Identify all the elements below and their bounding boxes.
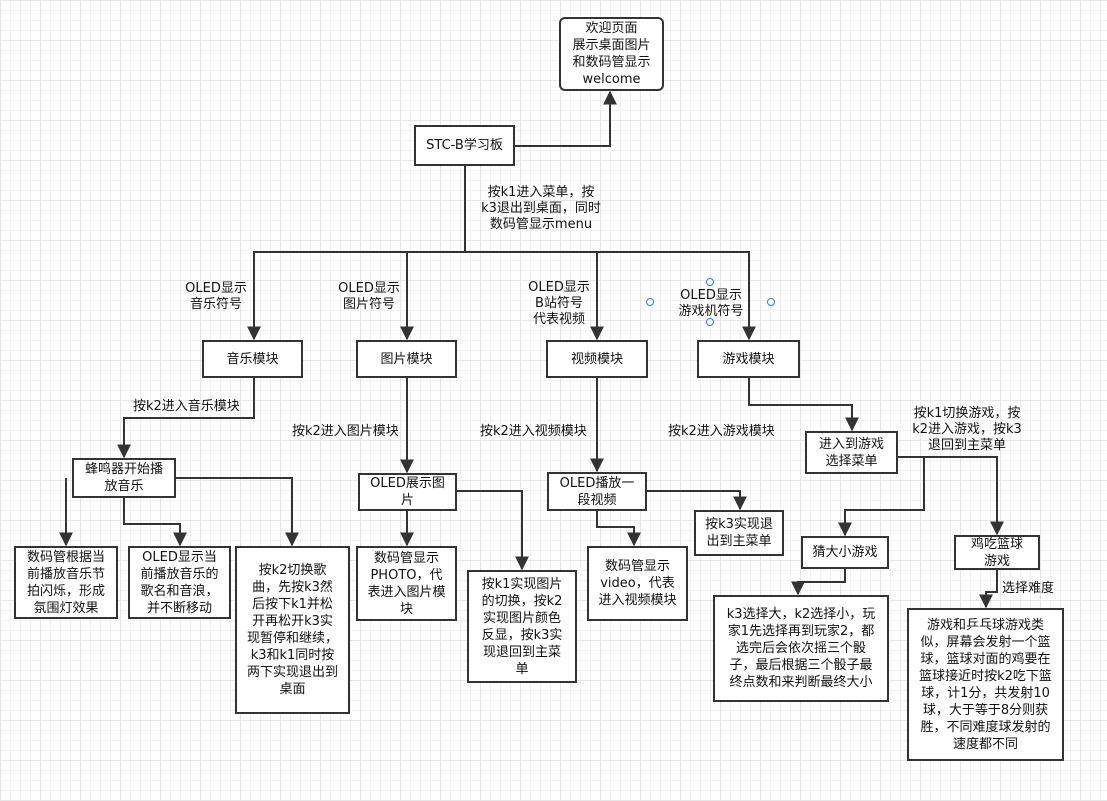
selection-handle-bottom[interactable] xyxy=(706,318,714,326)
basketball-game-rules-node[interactable]: 游戏和乒乓球游戏类 似，屏幕会发射一个篮 球，篮球对面的鸡要在 篮球接近时按k2… xyxy=(907,608,1064,761)
label-oled-bilibili-symbol: OLED显示 B站符号 代表视频 xyxy=(528,280,590,327)
picture-module-node[interactable]: 图片模块 xyxy=(356,340,457,378)
edge-music-buzzer xyxy=(117,378,255,459)
label-oled-console-symbol: OLED显示 游戏机符号 xyxy=(678,288,744,319)
selection-handle-top[interactable] xyxy=(706,278,714,286)
welcome-page-node[interactable]: 欢迎页面 展示桌面图片 和数码管显示 welcome xyxy=(559,17,664,91)
label-oled-picture-symbol: OLED显示 图片符号 xyxy=(338,281,400,312)
label-k2-enter-game: 按k2进入游戏模块 xyxy=(668,424,775,439)
edge-menu-guess xyxy=(838,457,925,537)
selection-handle-right[interactable] xyxy=(767,298,775,306)
segment-video-node[interactable]: 数码管显示 video，代表 进入视频模块 xyxy=(587,546,688,621)
stc-b-board-node[interactable]: STC-B学习板 xyxy=(414,125,515,166)
edge-board-music xyxy=(247,166,466,341)
edge-buzzer-oled xyxy=(123,497,187,547)
segment-light-effect-node[interactable]: 数码管根据当 前播放音乐节 拍闪烁，形成 氛围灯效果 xyxy=(14,546,118,619)
label-k2-enter-video: 按k2进入视频模块 xyxy=(480,424,587,439)
buzzer-music-node[interactable]: 蜂鸣器开始播 放音乐 xyxy=(72,458,176,498)
k1-switch-picture-node[interactable]: 按k1实现图片 的切换，按k2 实现图片颜色 反显，按k3实 现退回到主菜 单 xyxy=(467,570,577,683)
edge-oledvideo-k3 xyxy=(647,490,747,511)
selection-handle-left[interactable] xyxy=(646,298,654,306)
edge-basketball-rules xyxy=(979,570,998,609)
edge-guess-rules xyxy=(791,569,846,596)
game-select-menu-node[interactable]: 进入到游戏 选择菜单 xyxy=(805,431,898,474)
edge-board-game xyxy=(597,251,756,341)
game-module-node[interactable]: 游戏模块 xyxy=(697,340,800,378)
edge-menu-basketball xyxy=(897,456,1004,536)
label-k2-enter-picture: 按k2进入图片模块 xyxy=(292,424,399,439)
edge-board-welcome xyxy=(515,90,617,147)
label-choose-difficulty: 选择难度 xyxy=(1002,581,1055,596)
label-k1-enter-menu: 按k1进入菜单，按 k3退出到桌面，同时 数码管显示menu xyxy=(481,185,601,232)
video-module-node[interactable]: 视频模块 xyxy=(546,340,648,378)
k3-exit-video-node[interactable]: 按k3实现退 出到主菜单 xyxy=(694,510,784,556)
edge-oledvideo-seg xyxy=(596,511,641,547)
guess-size-game-node[interactable]: 猜大小游戏 xyxy=(801,536,889,569)
label-k1-switch-game: 按k1切换游戏，按 k2进入游戏，按k3 退回到主菜单 xyxy=(912,406,1022,453)
label-k2-enter-music: 按k2进入音乐模块 xyxy=(133,399,240,414)
oled-song-info-node[interactable]: OLED显示当 前播放音乐的 歌名和音浪， 并不断移动 xyxy=(128,546,231,619)
oled-show-picture-node[interactable]: OLED展示图 片 xyxy=(358,473,457,511)
edge-game-menu xyxy=(748,378,859,432)
edge-buzzer-k2 xyxy=(176,477,299,547)
edge-board-picture xyxy=(400,251,465,341)
guess-game-rules-node[interactable]: k3选择大，k2选择小，玩 家1先选择再到玩家2，都 选完后会依次摇三个骰 子，… xyxy=(713,595,889,702)
label-oled-music-symbol: OLED显示 音乐符号 xyxy=(185,281,247,312)
segment-photo-node[interactable]: 数码管显示 PHOTO，代 表进入图片模 块 xyxy=(356,546,457,621)
edge-oledpic-k1 xyxy=(457,490,529,571)
oled-play-video-node[interactable]: OLED播放一 段视频 xyxy=(547,472,647,511)
chicken-basketball-game-node[interactable]: 鸡吃篮球 游戏 xyxy=(954,535,1040,570)
music-module-node[interactable]: 音乐模块 xyxy=(202,340,303,378)
k2-switch-song-node[interactable]: 按k2切换歌 曲，先按k3然 后按下k1并松 开再松开k3实 现暂停和继续， k… xyxy=(235,546,350,714)
